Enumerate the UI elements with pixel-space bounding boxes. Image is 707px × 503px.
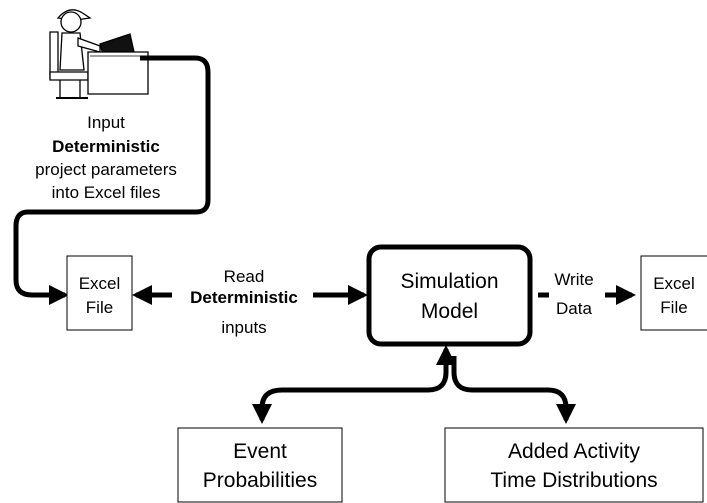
activity-distributions-line2: Time Distributions — [490, 469, 657, 492]
event-probabilities-line2: Probabilities — [203, 469, 317, 492]
operator-to-excel-connector — [13, 55, 211, 305]
simulation-model-box — [366, 244, 533, 347]
read-label-line1: Read — [224, 267, 265, 286]
event-probabilities-line1: Event — [233, 440, 287, 463]
excel-file-input-line2: File — [86, 298, 113, 317]
write-label-bg — [549, 268, 605, 320]
person-at-computer-icon — [49, 9, 149, 99]
excel-file-output-line2: File — [660, 298, 687, 317]
operator-note-line1: Input — [87, 113, 125, 132]
operator-note-line3: project parameters — [35, 160, 177, 179]
activity-distributions-line1: Added Activity — [508, 440, 640, 463]
write-label-line1: Write — [554, 270, 593, 289]
excel-file-output-box — [640, 255, 707, 331]
simulation-model-line2: Model — [421, 300, 478, 323]
write-label-line2: Data — [556, 299, 592, 318]
simulation-model-line1: Simulation — [400, 270, 498, 293]
excel-file-output-line1: Excel — [653, 274, 695, 293]
excel-file-input-box — [66, 255, 133, 331]
operator-note-line4: into Excel files — [52, 183, 161, 202]
model-to-activity-distributions-connector — [451, 356, 576, 424]
operator-note-line2: Deterministic — [52, 137, 160, 156]
model-to-event-probabilities-connector — [252, 345, 456, 424]
event-probabilities-box — [177, 427, 343, 503]
activity-distributions-box — [444, 427, 704, 503]
read-label-line2: Deterministic — [190, 288, 298, 307]
read-label-line3: inputs — [221, 318, 266, 337]
excel-file-input-line1: Excel — [79, 274, 121, 293]
